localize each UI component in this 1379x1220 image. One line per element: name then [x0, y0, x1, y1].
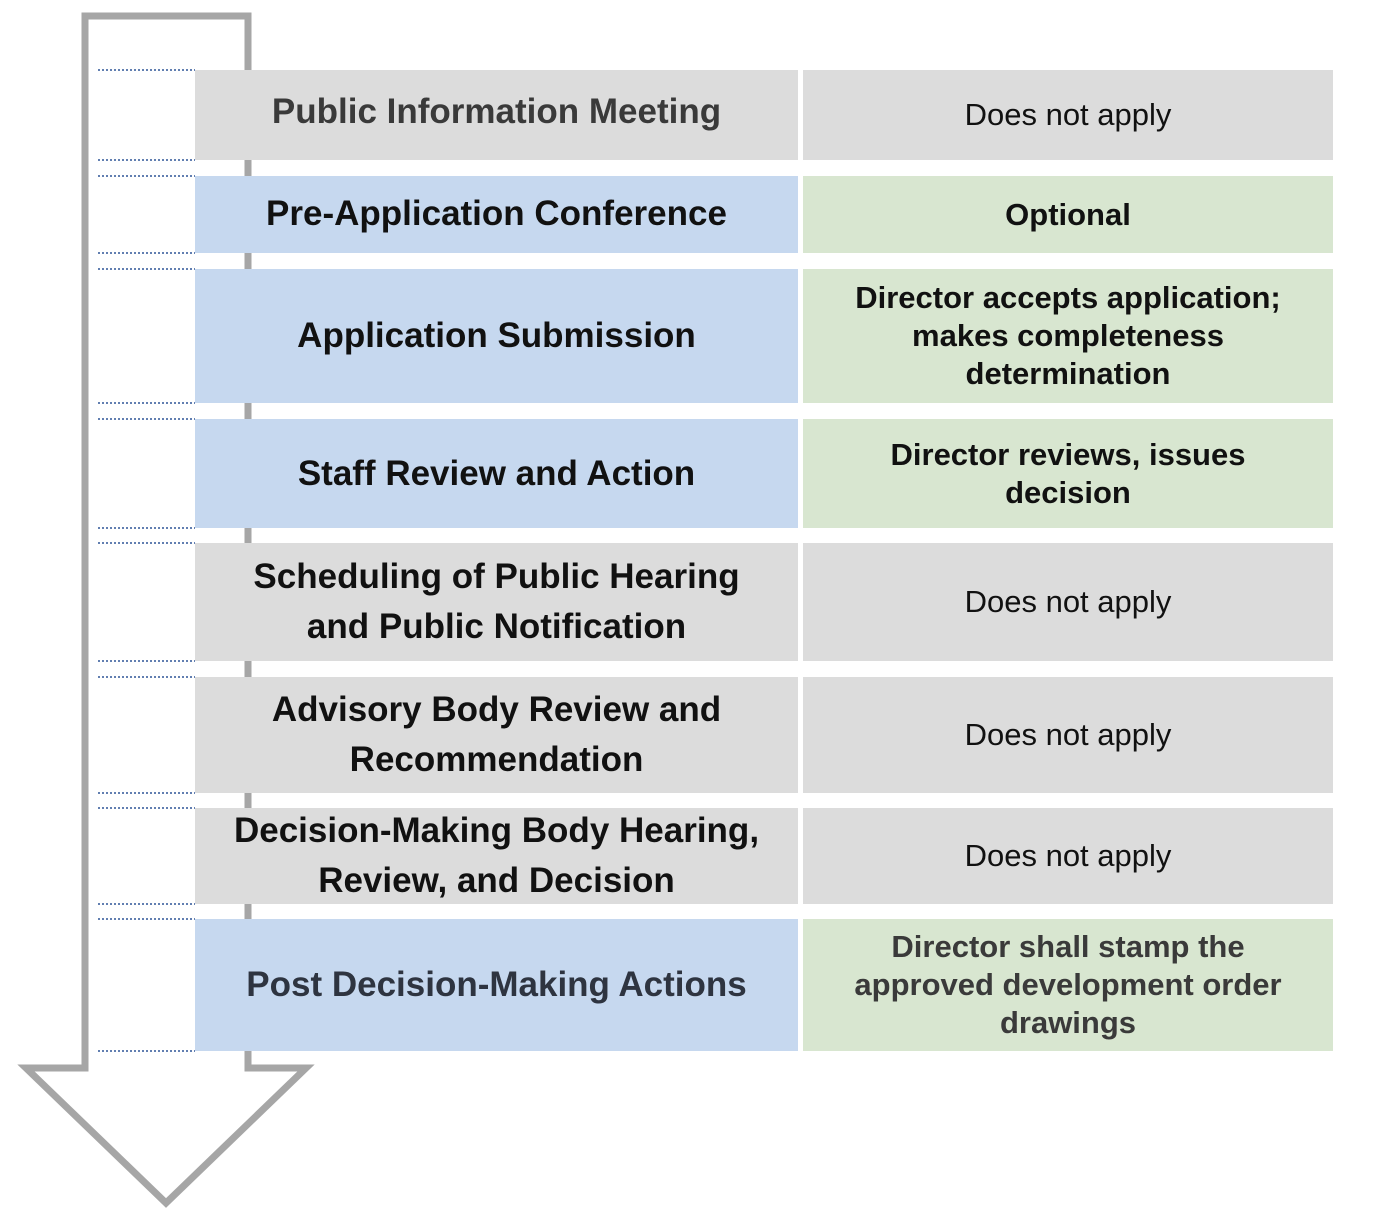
process-row-scheduling-public-hearing: Scheduling of Public Hearing and Public …	[195, 543, 1333, 661]
outcome-cell: Does not apply	[803, 543, 1333, 661]
step-label: Staff Review and Action	[297, 453, 696, 493]
step-cell: Application Submission	[195, 269, 798, 403]
step-cell: Pre-Application Conference	[195, 176, 798, 253]
outcome-label: Director shall stamp the approved develo…	[854, 929, 1282, 1040]
process-row-staff-review-and-action: Staff Review and Action Director reviews…	[195, 419, 1333, 528]
outcome-cell: Director shall stamp the approved develo…	[803, 919, 1333, 1051]
outcome-cell: Director reviews, issues decision	[803, 419, 1333, 528]
outcome-label: Does not apply	[964, 717, 1172, 752]
step-label: Decision-Making Body Hearing, Review, an…	[233, 811, 760, 900]
outcome-cell: Does not apply	[803, 808, 1333, 904]
step-cell: Advisory Body Review and Recommendation	[195, 677, 798, 793]
step-cell: Public Information Meeting	[195, 70, 798, 160]
step-cell: Scheduling of Public Hearing and Public …	[195, 543, 798, 661]
step-label: Scheduling of Public Hearing and Public …	[253, 557, 740, 646]
outcome-label: Director accepts application; makes comp…	[855, 280, 1281, 391]
process-row-application-submission: Application Submission Director accepts …	[195, 269, 1333, 403]
step-label: Pre-Application Conference	[266, 193, 727, 233]
step-label: Public Information Meeting	[271, 92, 722, 131]
step-label: Advisory Body Review and Recommendation	[271, 690, 722, 779]
process-row-advisory-body-review: Advisory Body Review and Recommendation …	[195, 677, 1333, 793]
step-label: Application Submission	[297, 316, 696, 355]
process-row-post-decision-making-actions: Post Decision-Making Actions Director sh…	[195, 919, 1333, 1051]
process-row-pre-application-conference: Pre-Application Conference Optional	[195, 176, 1333, 253]
outcome-label: Optional	[1005, 196, 1131, 232]
row-guide-lines	[98, 69, 195, 1052]
outcome-label: Does not apply	[964, 838, 1172, 873]
outcome-label: Director reviews, issues decision	[890, 436, 1246, 510]
outcome-cell: Does not apply	[803, 677, 1333, 793]
outcome-label: Does not apply	[964, 584, 1172, 619]
step-label: Post Decision-Making Actions	[246, 965, 747, 1004]
step-cell: Staff Review and Action	[195, 419, 798, 528]
step-cell: Post Decision-Making Actions	[195, 919, 798, 1051]
step-cell: Decision-Making Body Hearing, Review, an…	[195, 808, 798, 904]
process-row-public-information-meeting: Public Information Meeting Does not appl…	[195, 70, 1333, 160]
outcome-cell: Does not apply	[803, 70, 1333, 160]
outcome-cell: Optional	[803, 176, 1333, 253]
outcome-cell: Director accepts application; makes comp…	[803, 269, 1333, 403]
process-row-decision-making-body-hearing: Decision-Making Body Hearing, Review, an…	[195, 808, 1333, 904]
outcome-label: Does not apply	[964, 97, 1172, 132]
